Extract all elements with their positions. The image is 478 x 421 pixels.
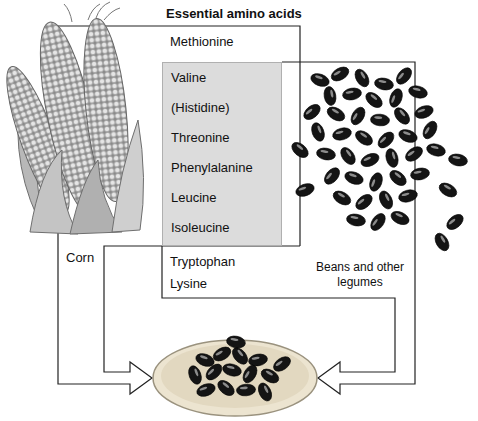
- diagram-title: Essential amino acids: [166, 6, 302, 22]
- food-label: Corn: [66, 250, 94, 266]
- amino-acid: Isoleucine: [163, 213, 281, 243]
- amino-acid: Lysine: [170, 276, 207, 292]
- amino-acid: Leucine: [163, 183, 281, 213]
- bean-pile: [289, 64, 468, 253]
- food-label: Beans and other legumes: [308, 260, 412, 290]
- amino-acid: Phenylalanine: [163, 153, 281, 183]
- amino-acid-box: Valine(Histidine)ThreoninePhenylalanineL…: [162, 62, 282, 246]
- amino-acid: Methionine: [170, 34, 234, 50]
- amino-acid: Threonine: [163, 123, 281, 153]
- amino-acid: (Histidine): [163, 93, 281, 123]
- amino-acid: Tryptophan: [170, 254, 235, 270]
- tortilla: [153, 335, 317, 416]
- corn-illustration: [0, 2, 144, 234]
- amino-acid: Valine: [163, 63, 281, 93]
